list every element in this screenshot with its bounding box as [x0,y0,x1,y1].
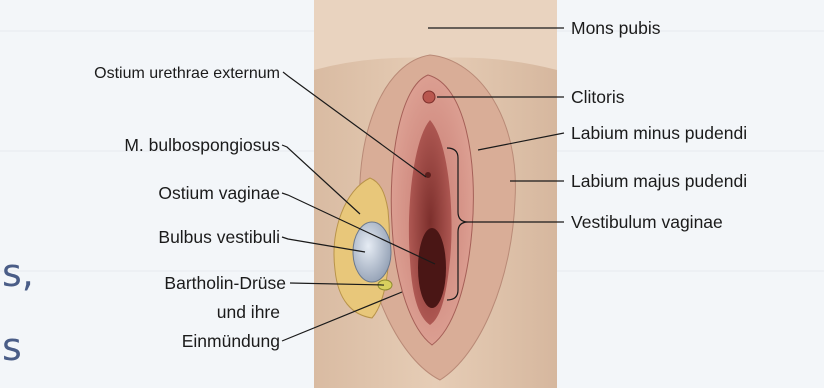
label-ostium-vaginae: Ostium vaginae [158,183,280,203]
label-mons-pubis: Mons pubis [571,18,661,38]
label-bartholin-line1: Bartholin-Drüse [164,273,286,293]
bulbus-vestibuli-shape [353,222,391,282]
label-m-bulbospongiosus: M. bulbospongiosus [124,135,280,155]
label-bartholin-line2: und ihre [217,302,280,322]
label-bulbus-vestibuli: Bulbus vestibuli [158,227,280,247]
label-labium-minus: Labium minus pudendi [571,123,747,143]
label-ostium-urethrae: Ostium urethrae externum [94,65,280,82]
label-vestibulum-vaginae: Vestibulum vaginae [571,212,723,232]
ostium-vaginae-shape [418,228,446,308]
slide-fragment-2: s [2,325,22,369]
label-bartholin-line3: Einmündung [182,331,280,351]
slide-fragment-1: s, [2,251,34,295]
label-clitoris: Clitoris [571,87,625,107]
label-labium-majus: Labium majus pudendi [571,171,747,191]
clitoris-shape [423,91,435,103]
